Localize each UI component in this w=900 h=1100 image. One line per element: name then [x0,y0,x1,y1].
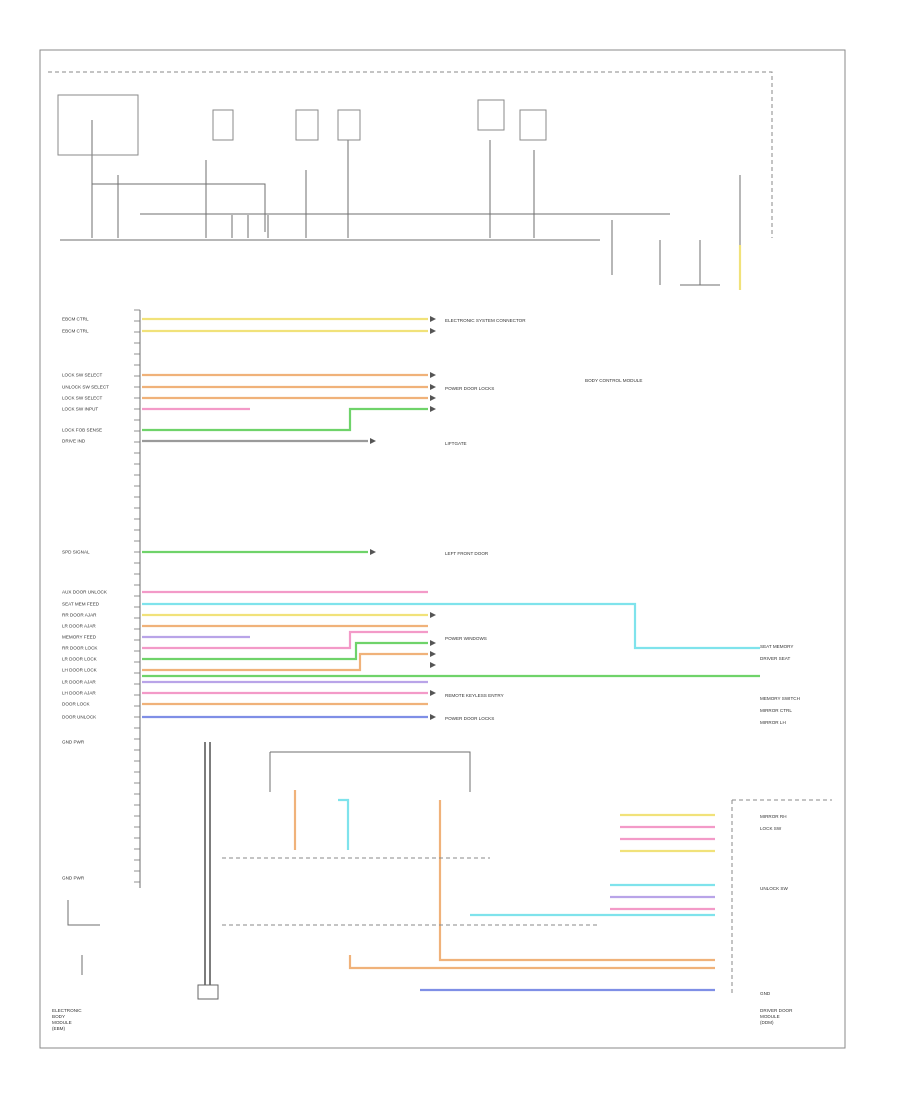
component-note: REMOTE KEYLESS ENTRY [445,693,504,698]
top-connector-row [60,120,613,275]
ddm-boundary [731,799,832,995]
caption-line: DRIVER DOOR [760,1008,793,1013]
diagram-frame [39,49,846,1049]
caption-line: BODY [52,1014,65,1019]
component-notes: ELECTRONIC SYSTEM CONNECTOR POWER DOOR LO… [445,318,642,721]
signal-label: GND PWR [62,740,85,745]
signal-label: LH DOOR LOCK [62,668,98,673]
component-note: LIFTGATE [445,441,467,446]
right-label: MEMORY SWITCH [760,696,800,701]
component-note: BODY CONTROL MODULE [585,378,642,383]
right-label: MIRROR RH [760,814,787,819]
signal-label: LOCK SW SELECT [62,396,103,401]
signal-label: LR DOOR AJAR [62,680,96,685]
wire-orange [348,955,715,970]
caption-line: (DDM) [760,1020,774,1025]
lower-left-switch [67,900,100,975]
signal-label: LOCK SW INPUT [62,407,98,412]
component-note: LEFT FRONT DOOR [445,551,489,556]
connector-arrows [370,316,436,720]
signal-label: MEMORY FEED [62,635,97,640]
signal-label: RR DOOR AJAR [62,613,97,618]
caption-line: MODULE [52,1020,72,1025]
signal-label: SPD SIGNAL [62,550,90,555]
signal-label: DRIVE IND [62,439,86,444]
signal-label: DOOR LOCK [62,702,91,707]
signal-label: GND PWR [62,876,85,881]
right-label: DRIVER SEAT [760,656,790,661]
signal-label: LH DOOR AJAR [62,691,96,696]
component-note: POWER DOOR LOCKS [445,386,494,391]
caption-line: (EBM) [52,1026,65,1031]
signal-label: LOCK SW SELECT [62,373,103,378]
wire-cyan [142,602,760,650]
wire-layer [142,245,760,992]
signal-label: EBCM CTRL [62,317,89,322]
component-note: POWER DOOR LOCKS [445,716,494,721]
top-bus-line-2 [92,183,266,232]
right-labels: SEAT MEMORY DRIVER SEAT MEMORY SWITCH MIRRO… [760,644,800,996]
wire-orange [438,800,715,962]
right-label: MIRROR LH [760,720,786,725]
signal-label: DOOR UNLOCK [62,715,97,720]
component-note: ELECTRONIC SYSTEM CONNECTOR [445,318,526,323]
right-label: MIRROR CTRL [760,708,792,713]
signal-label: LR DOOR LOCK [62,657,98,662]
ground-switches [659,175,741,286]
right-label: SEAT MEMORY [760,644,793,649]
component-note: POWER WINDOWS [445,636,487,641]
wire-cyan [338,798,350,850]
signal-label: AUX DOOR UNLOCK [62,590,108,595]
wire-green [142,407,428,432]
signal-label: SEAT MEM FEED [62,602,100,607]
wire-orange [142,652,428,672]
top-module-boundary [48,71,773,238]
signal-label: RR DOOR LOCK [62,646,98,651]
right-label: GND [760,991,771,996]
drop-wire-black [204,742,211,985]
caption-line: MODULE [760,1014,780,1019]
right-label: LOCK SW [760,826,782,831]
wire-green [142,641,428,661]
ground-connector [197,984,219,1000]
left-signal-labels: EBCM CTRL EBCM CTRL LOCK SW SELECT UNLOCK S… [62,317,109,881]
lower-dashed-switch-area [222,857,600,926]
signal-label: UNLOCK SW SELECT [62,385,109,390]
right-label: UNLOCK SW [760,886,788,891]
lower-module-boundary [269,751,471,792]
caption-line: ELECTRONIC [52,1008,82,1013]
signal-label: LOCK FOB SENSE [62,428,102,433]
signal-label: LR DOOR AJAR [62,624,96,629]
pin-ticks [134,309,140,883]
top-components [57,94,547,156]
wire-pink [142,630,428,650]
signal-label: EBCM CTRL [62,329,89,334]
